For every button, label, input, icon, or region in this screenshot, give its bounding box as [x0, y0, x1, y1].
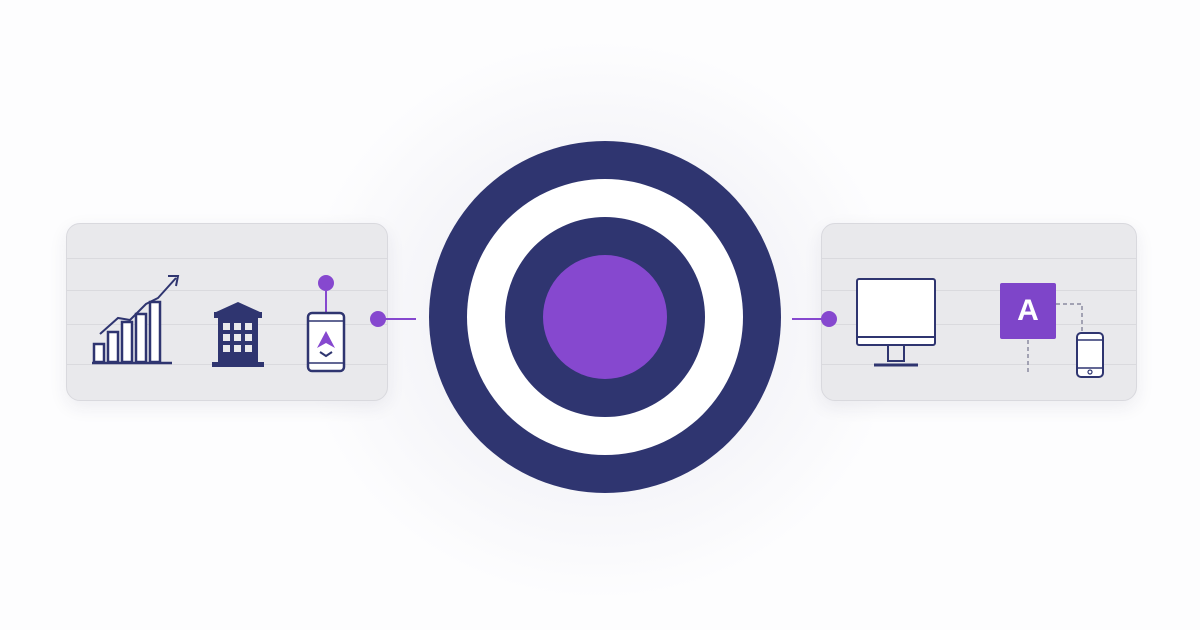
panel-rule	[822, 364, 1136, 365]
mobile-app-icon	[306, 275, 346, 373]
left-connector	[370, 311, 416, 327]
app-letter-label: A	[1017, 294, 1039, 327]
app-letter-icon: A	[1000, 283, 1056, 339]
panel-rule	[67, 258, 387, 259]
panel-rule	[822, 324, 1136, 325]
right-connector	[792, 311, 837, 327]
panel-rule	[822, 258, 1136, 259]
building-icon	[212, 302, 264, 367]
growth-chart-icon	[92, 275, 180, 365]
monitor-icon	[856, 278, 936, 367]
smartphone-icon	[1076, 332, 1104, 378]
dashed-connector	[1027, 303, 1083, 372]
panel-rule	[67, 290, 387, 291]
target-icon	[429, 141, 781, 493]
panel-rule	[822, 290, 1136, 291]
